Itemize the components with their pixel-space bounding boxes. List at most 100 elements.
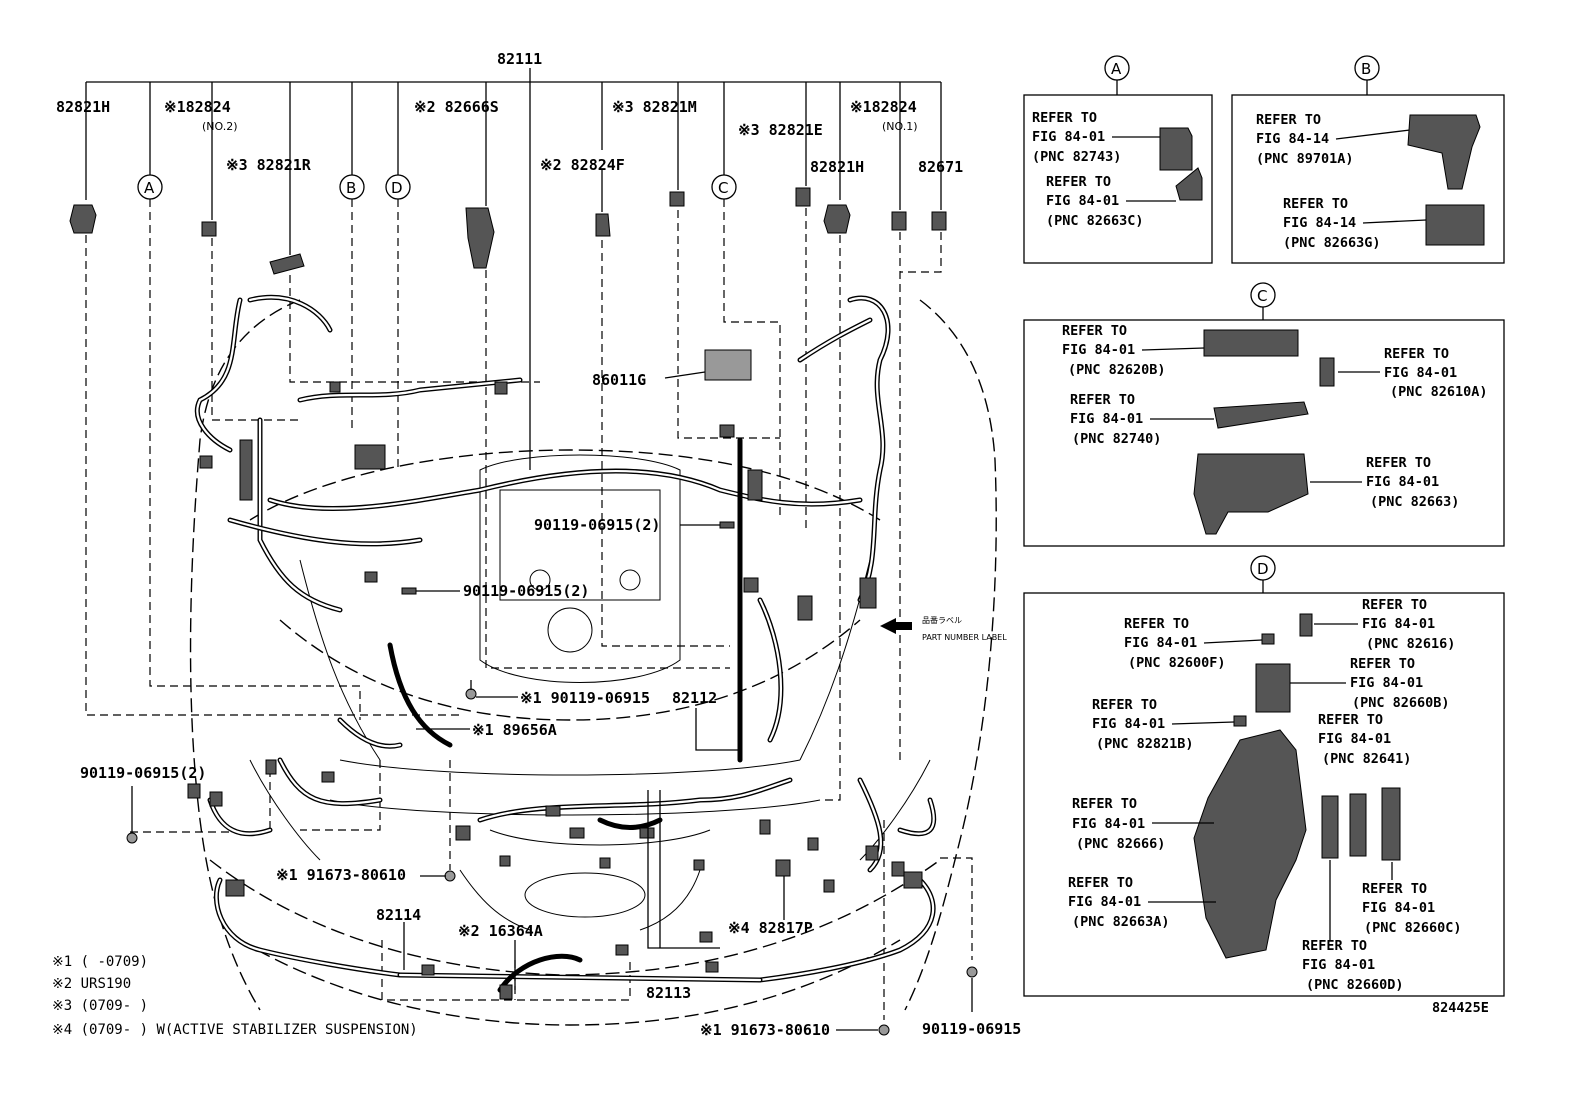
svg-text:(PNC 82620B): (PNC 82620B) [1068, 362, 1166, 378]
inset-d-title: D [1257, 560, 1269, 578]
marker-b[interactable]: B [339, 174, 365, 200]
svg-text:(PNC 82663G): (PNC 82663G) [1283, 235, 1381, 251]
svg-text:(PNC 82666): (PNC 82666) [1076, 836, 1165, 852]
inset-b: B REFER TO FIG 84-14 (PNC 89701A) REFER … [1231, 55, 1505, 264]
svg-text:REFER TO: REFER TO [1092, 697, 1157, 713]
label-82821h-right: 82821H [810, 158, 864, 176]
svg-text:FIG 84-01: FIG 84-01 [1062, 342, 1135, 358]
inset-c: C REFER TO FIG 84-01 (PNC 82620B) REFER … [1023, 282, 1505, 547]
marker-a[interactable]: A [137, 174, 163, 200]
svg-text:FIG 84-01: FIG 84-01 [1362, 616, 1435, 632]
svg-text:FIG 84-01: FIG 84-01 [1318, 731, 1391, 747]
vehicle-body-outline [189, 299, 997, 1026]
label-82824f: ※2 82824F [540, 156, 625, 174]
svg-text:REFER TO: REFER TO [1350, 656, 1415, 672]
label-82821r: ※3 82821R [226, 156, 312, 174]
svg-text:B: B [346, 179, 356, 197]
svg-text:FIG 84-01: FIG 84-01 [1366, 474, 1439, 490]
label-part-number-jp: 品番ラベル [922, 615, 962, 625]
svg-text:(PNC 89701A): (PNC 89701A) [1256, 151, 1354, 167]
svg-text:REFER TO: REFER TO [1124, 616, 1189, 632]
inset-b-title: B [1361, 60, 1371, 78]
svg-text:FIG 84-01: FIG 84-01 [1302, 957, 1375, 973]
svg-text:A: A [144, 179, 155, 197]
svg-text:REFER TO: REFER TO [1362, 597, 1427, 613]
svg-text:REFER TO: REFER TO [1362, 881, 1427, 897]
svg-text:FIG 84-14: FIG 84-14 [1283, 215, 1356, 231]
label-82824-no2: ※182824 [164, 98, 231, 116]
svg-text:FIG 84-01: FIG 84-01 [1124, 635, 1197, 651]
svg-text:REFER TO: REFER TO [1070, 392, 1135, 408]
svg-text:FIG 84-01: FIG 84-01 [1362, 900, 1435, 916]
svg-text:(PNC 82663): (PNC 82663) [1370, 494, 1459, 510]
svg-text:REFER TO: REFER TO [1384, 346, 1449, 362]
svg-text:(PNC 82660C): (PNC 82660C) [1364, 920, 1462, 936]
svg-text:(PNC 82663C): (PNC 82663C) [1046, 213, 1144, 229]
label-82113: 82113 [646, 984, 691, 1002]
label-bolt-left: 90119-06915(2) [80, 764, 206, 782]
svg-text:FIG 84-01: FIG 84-01 [1068, 894, 1141, 910]
label-bolt-right: 90119-06915 [922, 1020, 1021, 1038]
svg-text:REFER TO: REFER TO [1283, 196, 1348, 212]
label-89656a: ※1 89656A [472, 721, 557, 739]
svg-text:※3 (0709- ): ※3 (0709- ) [52, 998, 148, 1014]
svg-text:FIG 84-01: FIG 84-01 [1350, 675, 1423, 691]
inset-c-title: C [1257, 287, 1267, 305]
svg-text:FIG 84-01: FIG 84-01 [1092, 716, 1165, 732]
svg-text:(PNC 82660D): (PNC 82660D) [1306, 977, 1404, 993]
label-82821h-left: 82821H [56, 98, 110, 116]
svg-text:REFER TO: REFER TO [1302, 938, 1367, 954]
svg-text:(PNC 82610A): (PNC 82610A) [1390, 384, 1488, 400]
svg-text:※2 URS190: ※2 URS190 [52, 976, 131, 992]
svg-text:(PNC 82663A): (PNC 82663A) [1072, 914, 1170, 930]
svg-text:REFER TO: REFER TO [1068, 875, 1133, 891]
label-82111: 82111 [497, 50, 542, 68]
label-86011g: 86011G [592, 371, 646, 389]
svg-text:FIG 84-01: FIG 84-01 [1070, 411, 1143, 427]
svg-text:REFER TO: REFER TO [1032, 110, 1097, 126]
svg-text:(PNC 82616): (PNC 82616) [1366, 636, 1455, 652]
svg-text:(PNC 82641): (PNC 82641) [1322, 751, 1411, 767]
svg-text:C: C [718, 179, 728, 197]
label-bolt1: 90119-06915(2) [534, 516, 660, 534]
svg-text:※1 ( -0709): ※1 ( -0709) [52, 954, 148, 970]
label-82666s: ※2 82666S [414, 98, 499, 116]
dashed-leaders [85, 199, 973, 1020]
svg-text:(PNC 82743): (PNC 82743) [1032, 149, 1121, 165]
footnotes: ※1 ( -0709) ※2 URS190 ※3 (0709- ) ※4 (07… [52, 954, 418, 1038]
marker-d[interactable]: D [385, 174, 411, 200]
inset-a-title: A [1111, 60, 1122, 78]
svg-text:REFER TO: REFER TO [1318, 712, 1383, 728]
bolt-icons [126, 521, 978, 1036]
label-82821m: ※3 82821M [612, 98, 697, 116]
svg-text:(PNC 82660B): (PNC 82660B) [1352, 695, 1450, 711]
svg-text:D: D [391, 179, 403, 197]
svg-text:FIG 84-01: FIG 84-01 [1046, 193, 1119, 209]
svg-text:REFER TO: REFER TO [1046, 174, 1111, 190]
svg-text:(PNC 82600F): (PNC 82600F) [1128, 655, 1226, 671]
label-91673-b: ※1 91673-80610 [700, 1021, 830, 1039]
label-90119-06915: ※1 90119-06915 [520, 689, 650, 707]
arrow-icon [880, 618, 912, 634]
engine-bay-parts [187, 349, 923, 1000]
label-82824-no1: ※182824 [850, 98, 917, 116]
svg-text:FIG 84-01: FIG 84-01 [1072, 816, 1145, 832]
top-connectors [69, 187, 947, 275]
label-82114: 82114 [376, 906, 421, 924]
label-91673-a: ※1 91673-80610 [276, 866, 406, 884]
main-harness-leader: 82111 [85, 50, 942, 470]
label-no2: (NO.2) [202, 120, 238, 133]
svg-text:※4 (0709- ) W(ACTIVE STABI: ※4 (0709- ) W(ACTIVE STABILIZER SUSPENSI… [52, 1022, 418, 1038]
label-bolt2: 90119-06915(2) [463, 582, 589, 600]
svg-text:FIG 84-01: FIG 84-01 [1032, 129, 1105, 145]
svg-text:REFER TO: REFER TO [1062, 323, 1127, 339]
svg-text:REFER TO: REFER TO [1072, 796, 1137, 812]
svg-text:REFER TO: REFER TO [1366, 455, 1431, 471]
inset-d: D REFER TO FIG 84-01 (PNC 82600F) REFER … [1023, 555, 1505, 997]
wire-harness [194, 294, 937, 993]
label-16364a: ※2 16364A [458, 922, 543, 940]
label-82821e: ※3 82821E [738, 121, 823, 139]
label-82112: 82112 [672, 689, 717, 707]
marker-c[interactable]: C [711, 174, 737, 200]
